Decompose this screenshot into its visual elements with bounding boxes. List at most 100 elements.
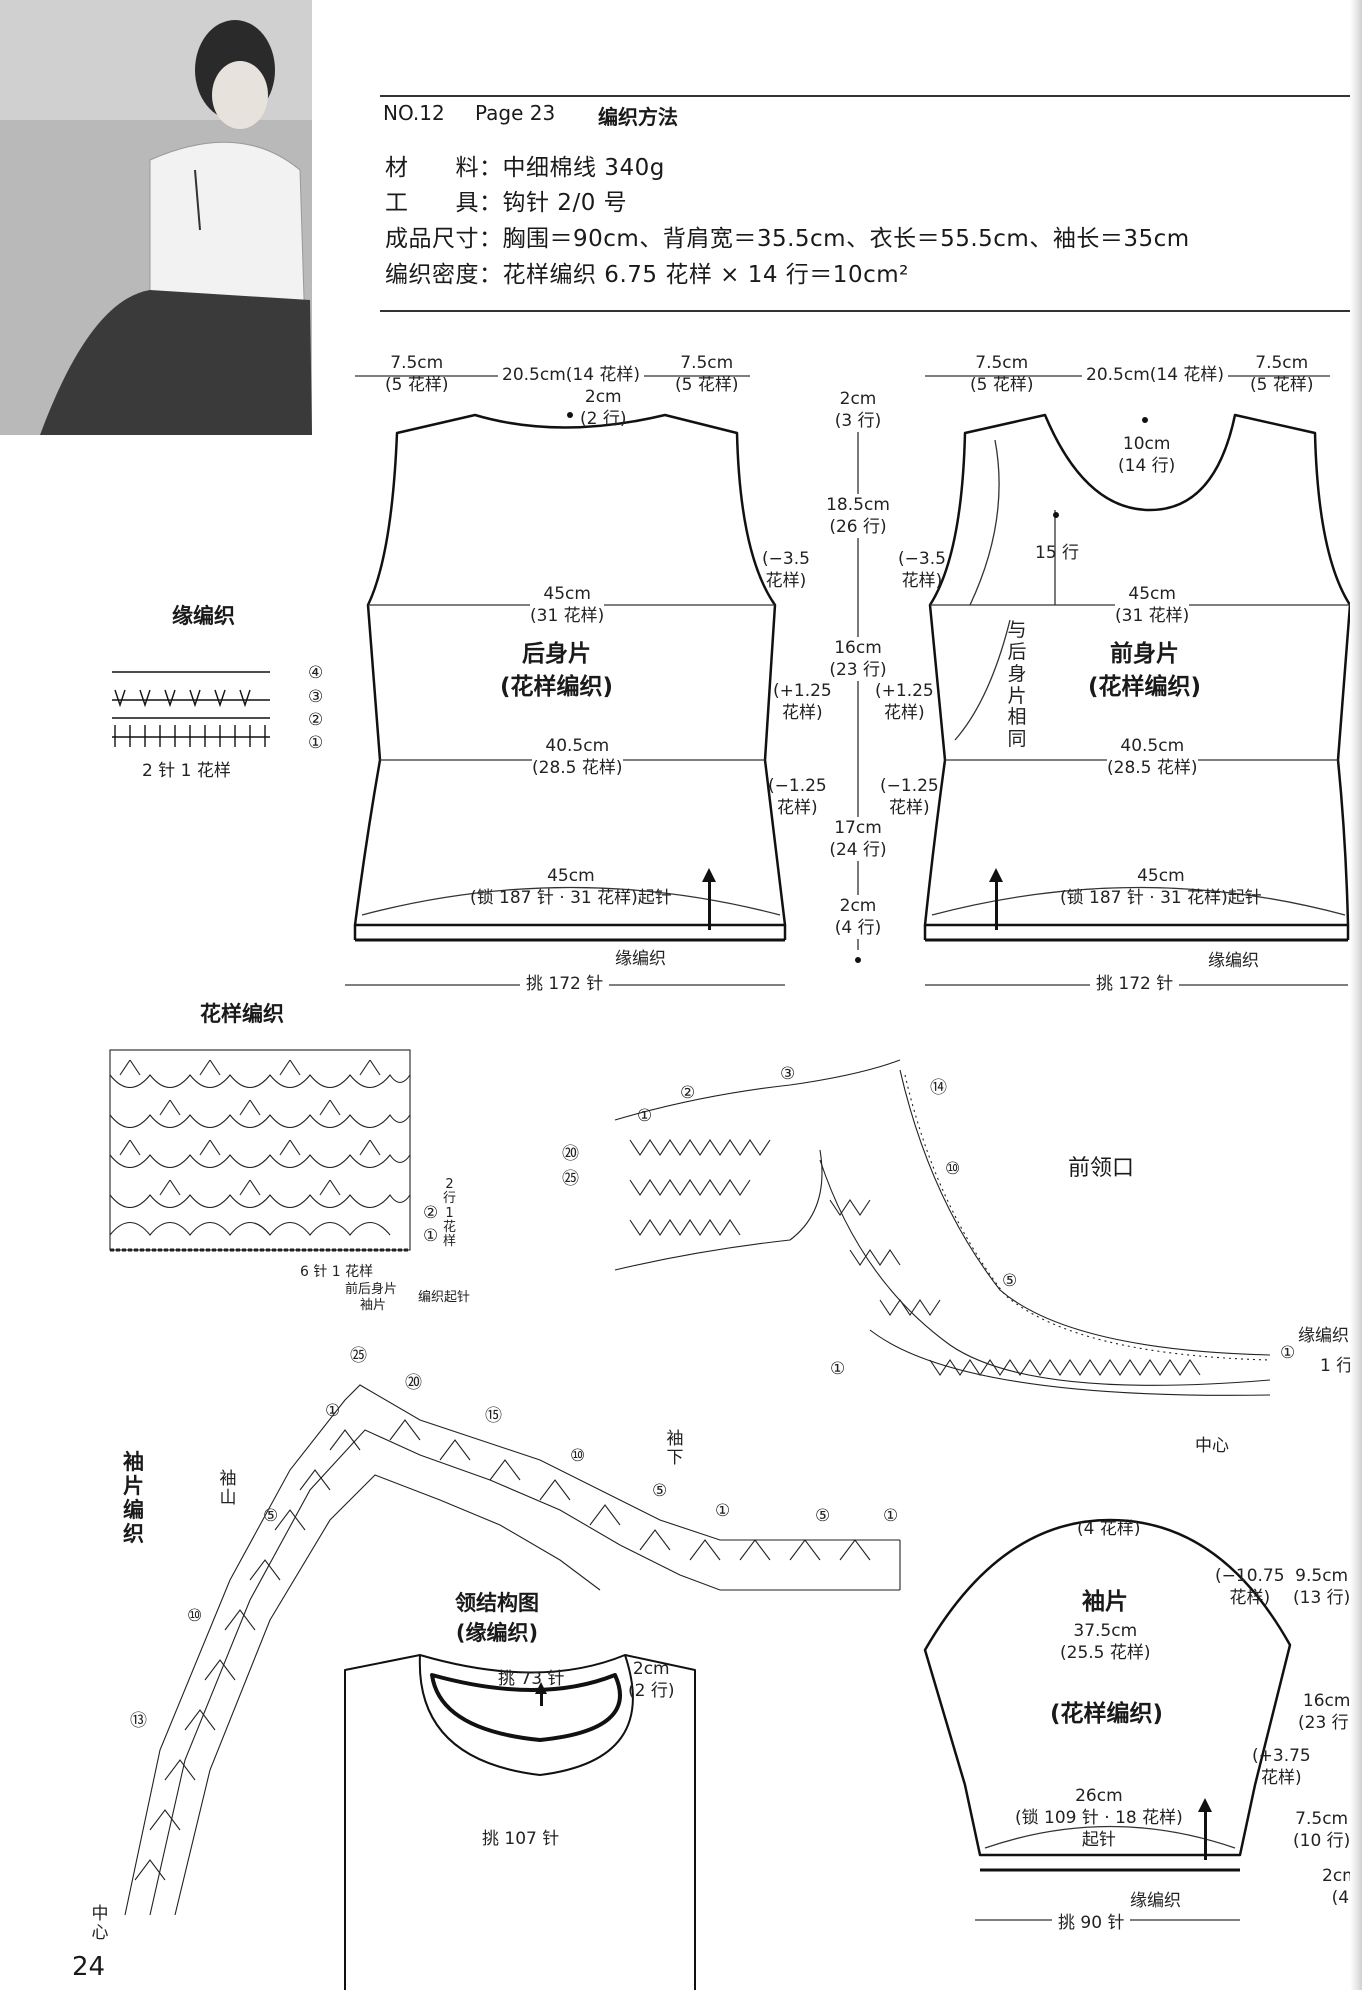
page-binding-edge bbox=[1350, 0, 1362, 1990]
sleeve-mark-20: ⑳ bbox=[405, 1373, 422, 1393]
pattern-title: 花样编织 bbox=[200, 1002, 284, 1026]
dim-lower-body: 17cm (24 行) bbox=[829, 817, 887, 862]
front-neck-mark-1c: ① bbox=[830, 1359, 846, 1379]
page-number: 24 bbox=[72, 1952, 106, 1982]
front-waist-dim: 40.5cm (28.5 花样) bbox=[1107, 735, 1198, 780]
sleeve-top-dim: (4 花样) bbox=[1077, 1519, 1141, 1539]
edging-chart bbox=[112, 671, 270, 738]
model-photo bbox=[0, 0, 312, 435]
edging-row-2: ② bbox=[308, 710, 324, 730]
pattern-note-b: 袖片 bbox=[360, 1298, 387, 1313]
pattern-number: NO.12 bbox=[383, 101, 445, 125]
back-top-left-dim: 7.5cm (5 花样) bbox=[385, 353, 449, 396]
collar-front-pickup: 挑 107 针 bbox=[482, 1829, 560, 1849]
front-neck-title: 前领口 bbox=[1068, 1156, 1135, 1181]
edging-repeat: 2 针 1 花样 bbox=[142, 761, 231, 781]
front-top-left-dim: 7.5cm (5 花样) bbox=[970, 353, 1034, 396]
front-neck-chart bbox=[614, 1059, 1271, 1396]
back-hem-dim: 45cm (锁 187 针 · 31 花样)起针 bbox=[470, 866, 672, 909]
sleeve-chart-title: 袖片编织 bbox=[123, 1450, 144, 1547]
sleeve-edge-label: 缘编织 bbox=[1130, 1891, 1181, 1911]
back-neck-dim: 2cm (2 行) bbox=[580, 387, 627, 430]
sleeve-mark-5b: ⑤ bbox=[263, 1506, 279, 1526]
sleeve-chart-center: 中心 bbox=[91, 1904, 109, 1943]
front-neck-edge-rows: 1 行 bbox=[1320, 1356, 1354, 1376]
header-rule-top bbox=[380, 95, 1352, 97]
edging-row-4: ④ bbox=[308, 663, 324, 683]
sleeve-mark-25: ㉕ bbox=[350, 1346, 367, 1366]
pattern-row-1: ① bbox=[423, 1226, 439, 1246]
sleeve-chart bbox=[124, 1384, 901, 1916]
sleeve-mark-1c: ① bbox=[883, 1506, 899, 1526]
pattern-row-2: ② bbox=[423, 1203, 439, 1223]
front-same-as-back: 与后身片相同 bbox=[1007, 619, 1027, 751]
front-piece-title: 前身片 (花样编织) bbox=[1088, 641, 1202, 701]
back-edge-label: 缘编织 bbox=[615, 949, 666, 969]
dim-armhole: 18.5cm (26 行) bbox=[826, 494, 890, 539]
back-top-mid-dim: 20.5cm(14 花样) bbox=[498, 364, 645, 387]
header-rule-bottom bbox=[380, 310, 1352, 312]
sleeve-mark-10: ⑩ bbox=[570, 1446, 586, 1466]
sleeve-mark-13: ⑬ bbox=[130, 1711, 147, 1731]
front-neck-mark-3: ③ bbox=[780, 1064, 796, 1084]
spec-tool: 工 具：钩针 2/0 号 bbox=[385, 190, 628, 216]
sleeve-mark-1b: ① bbox=[325, 1401, 341, 1421]
pattern-chart bbox=[109, 1049, 411, 1252]
pattern-repeat: 6 针 1 花样 bbox=[300, 1264, 374, 1280]
front-neck-center: 中心 bbox=[1195, 1436, 1229, 1456]
front-side-inc: (+1.25 花样) bbox=[875, 681, 934, 724]
header-title: 编织方法 bbox=[598, 105, 678, 129]
sleeve-mark-5c: ⑤ bbox=[815, 1506, 831, 1526]
sleeve-title: 袖片 bbox=[1082, 1589, 1128, 1615]
front-neck-mark-2: ② bbox=[680, 1083, 696, 1103]
front-hem-dim: 45cm (锁 187 针 · 31 花样)起针 bbox=[1060, 866, 1262, 909]
sleeve-width: 37.5cm (25.5 花样) bbox=[1060, 1621, 1151, 1664]
front-neck-mark-1b: ① bbox=[1280, 1343, 1296, 1363]
back-top-right-dim: 7.5cm (5 花样) bbox=[675, 353, 739, 396]
page-ref: Page 23 bbox=[475, 101, 556, 125]
dim-neck-rows: 2cm (3 行) bbox=[834, 388, 882, 433]
back-side-inc: (+1.25 花样) bbox=[773, 681, 832, 724]
pattern-note-a: 前后身片 bbox=[345, 1282, 398, 1297]
dim-upper-body: 16cm (23 行) bbox=[829, 637, 887, 682]
front-armhole-dec: (−3.5 花样) bbox=[898, 549, 946, 592]
back-body-outline bbox=[353, 413, 787, 927]
sleeve-cap-height: 9.5cm (13 行) bbox=[1293, 1566, 1351, 1609]
front-neck-rows: 15 行 bbox=[1035, 543, 1080, 563]
collar-outline bbox=[344, 1654, 696, 1990]
sleeve-cap-dec: (−10.75 花样) bbox=[1215, 1566, 1285, 1609]
edging-title: 缘编织 bbox=[172, 604, 235, 628]
sleeve-chart-underarm: 袖下 bbox=[666, 1429, 684, 1468]
back-armhole-dec: (−3.5 花样) bbox=[762, 549, 810, 592]
sleeve-mark-5: ⑤ bbox=[652, 1481, 668, 1501]
sleeve-bottom-dim: 26cm (锁 109 针 · 18 花样) 起针 bbox=[1015, 1786, 1183, 1851]
front-neck-mark-20: ⑳ bbox=[562, 1144, 579, 1164]
front-body-outline bbox=[923, 413, 1352, 927]
sleeve-mark-15: ⑮ bbox=[485, 1406, 502, 1426]
front-neck-mark-5: ⑤ bbox=[1002, 1271, 1018, 1291]
sleeve-mark-10b: ⑩ bbox=[187, 1606, 203, 1626]
front-bust-dim: 45cm (31 花样) bbox=[1115, 583, 1190, 628]
front-neck-mark-10: ⑩ bbox=[945, 1159, 961, 1179]
dim-edging: 2cm (4 行) bbox=[834, 895, 882, 940]
sleeve-mark-1: ① bbox=[715, 1501, 731, 1521]
front-neck-mark-1: ① bbox=[637, 1106, 653, 1126]
collar-title: 领结构图 (缘编织) bbox=[455, 1591, 539, 1646]
collar-width: 2cm (2 行) bbox=[628, 1659, 675, 1702]
sleeve-pickup: 挑 90 针 bbox=[1052, 1912, 1131, 1935]
sleeve-chart-cap: 袖山 bbox=[219, 1469, 237, 1508]
front-top-right-dim: 7.5cm (5 花样) bbox=[1250, 353, 1314, 396]
sleeve-increase: (+3.75 花样) bbox=[1252, 1746, 1311, 1789]
back-side-dec: (−1.25 花样) bbox=[768, 776, 827, 819]
front-side-dec: (−1.25 花样) bbox=[880, 776, 939, 819]
sleeve-outline bbox=[923, 1518, 1292, 1857]
back-pickup-label: 挑 172 针 bbox=[520, 973, 610, 996]
back-waist-dim: 40.5cm (28.5 花样) bbox=[532, 735, 623, 780]
pattern-note-c: 编织起针 bbox=[418, 1290, 471, 1305]
front-neck-depth: 10cm (14 行) bbox=[1118, 434, 1176, 477]
edging-row-1: ① bbox=[308, 733, 324, 753]
front-neck-mark-14: ⑭ bbox=[930, 1078, 947, 1098]
edging-row-3: ③ bbox=[308, 687, 324, 707]
sleeve-body-height: 16cm (23 行) bbox=[1298, 1691, 1356, 1734]
